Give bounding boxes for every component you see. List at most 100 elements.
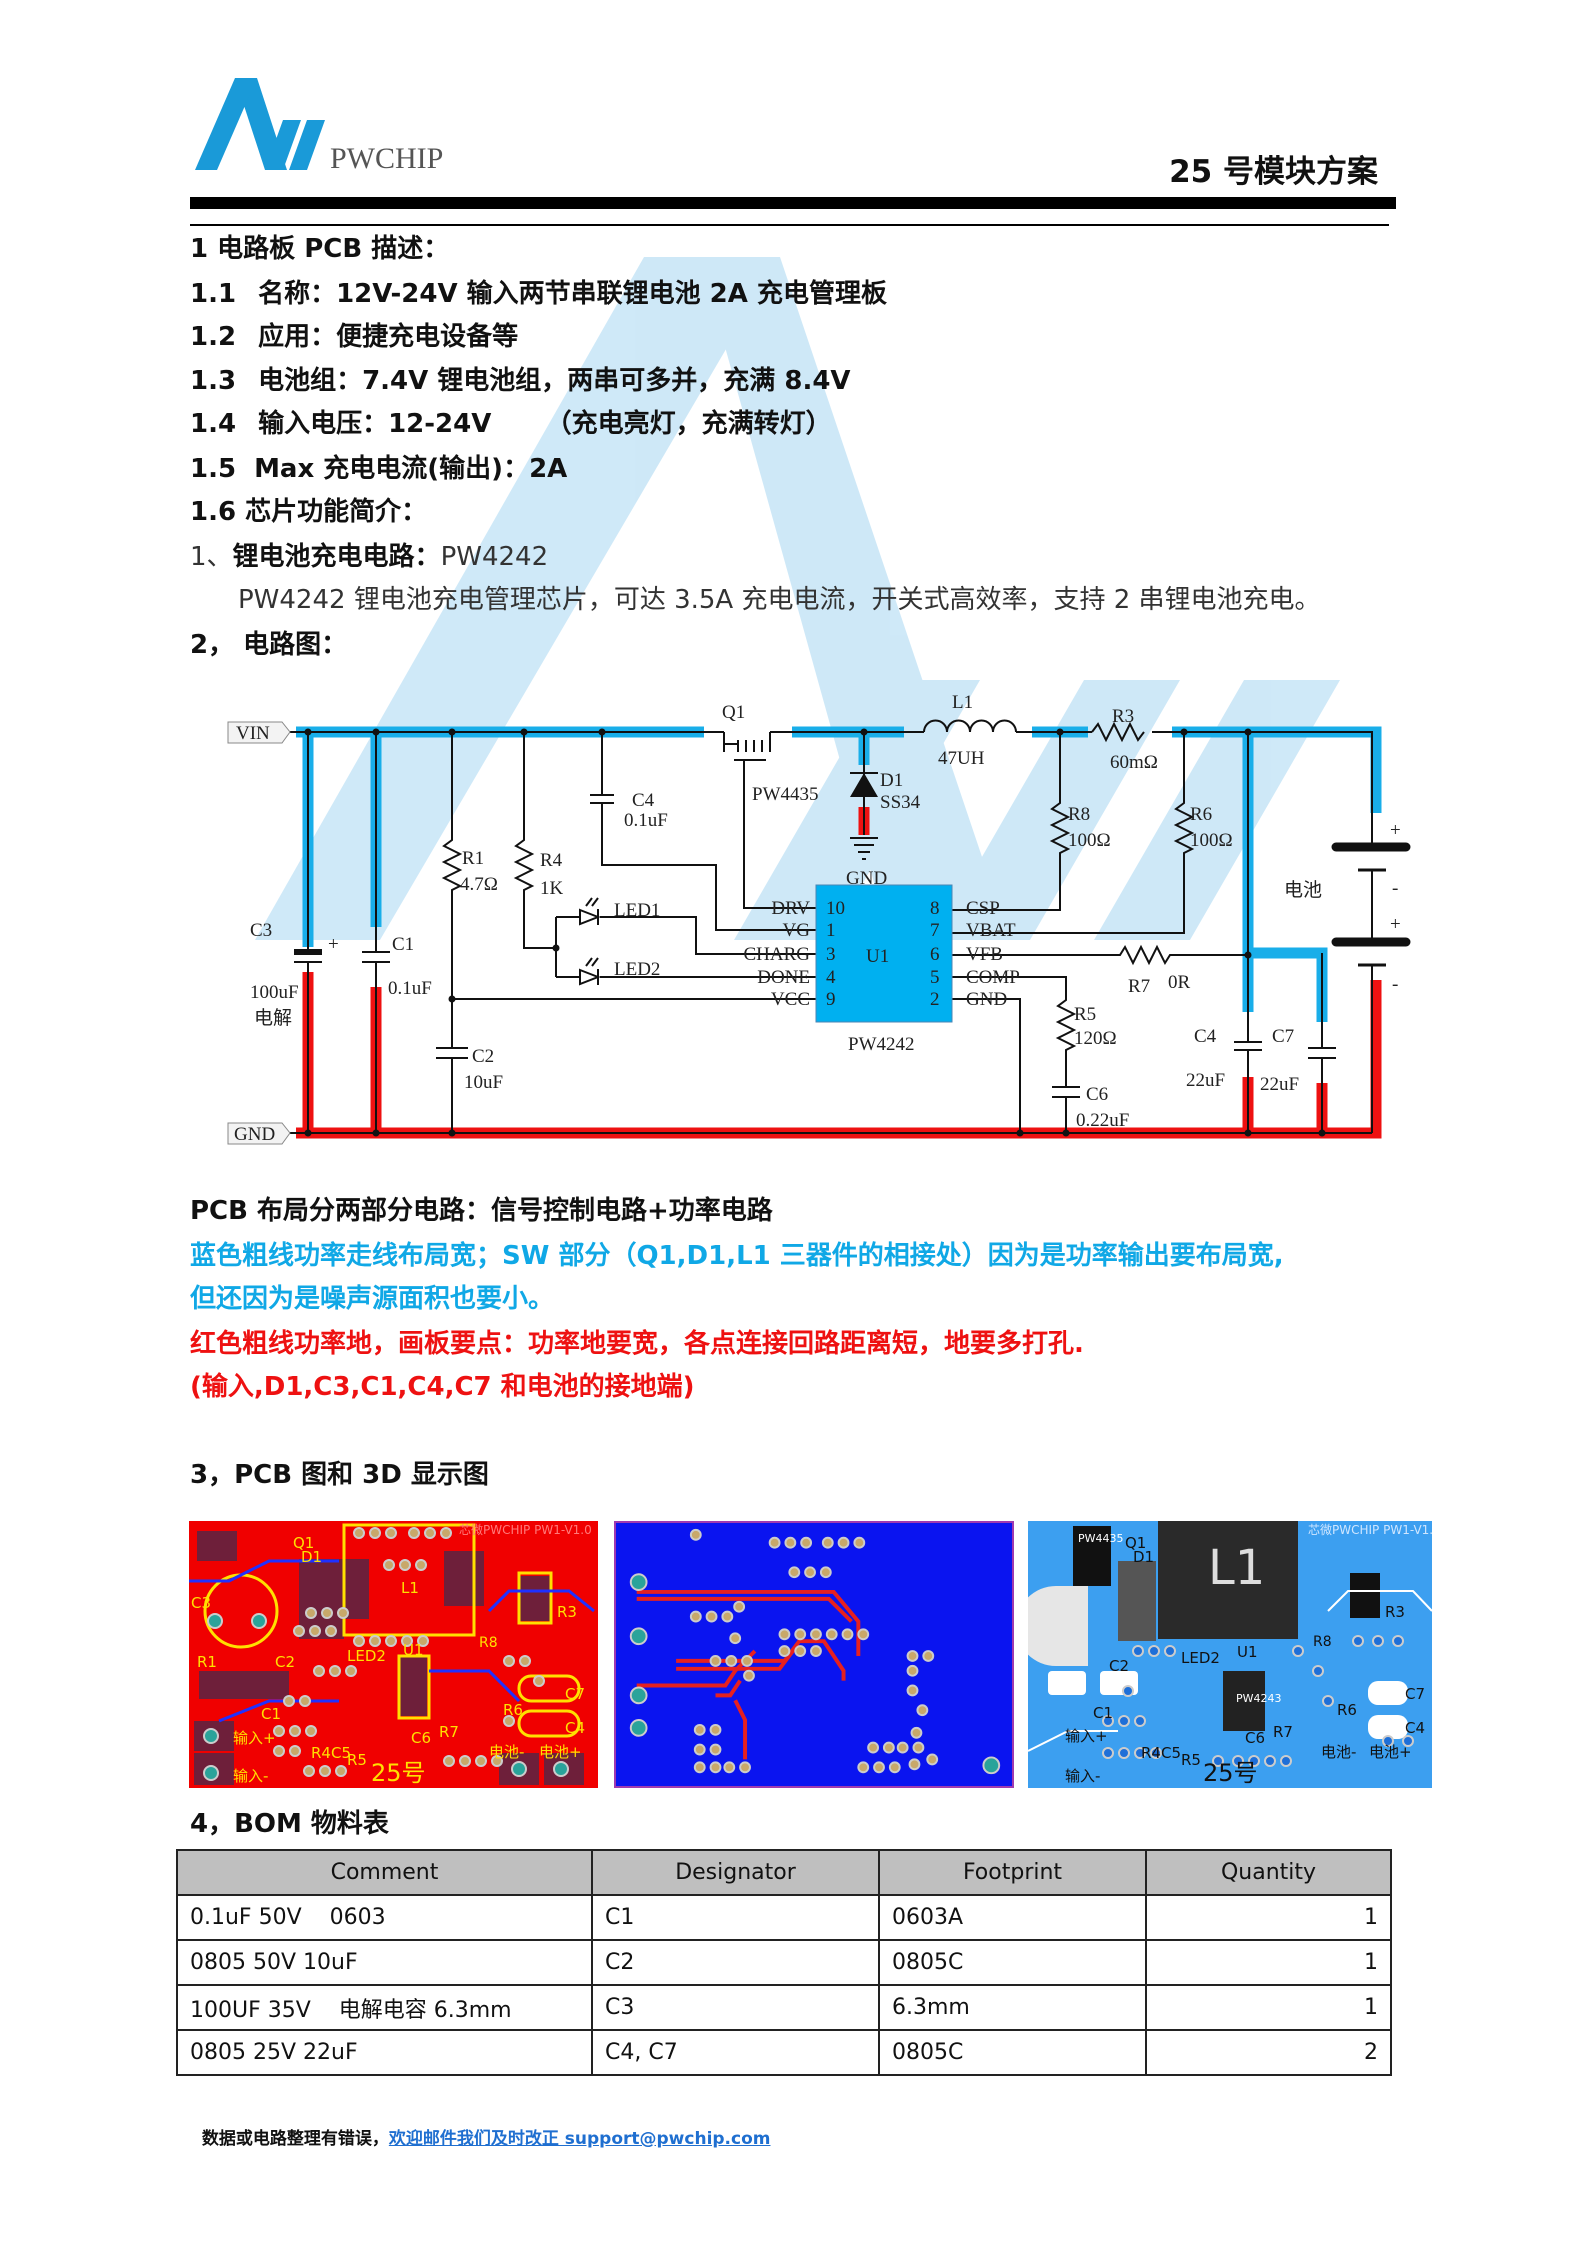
u1-chip [815, 884, 953, 1023]
pcb-label: R5 [1181, 1751, 1201, 1769]
col-designator: Designator [591, 1849, 880, 1896]
u1-right-pin-num: 6 [930, 944, 940, 965]
col-footprint: Footprint [878, 1849, 1147, 1896]
bom-header-row: Comment Designator Footprint Quantity [176, 1849, 1392, 1896]
pcb-label: R3 [557, 1603, 577, 1621]
pcb-bottom-layer-image [614, 1521, 1014, 1788]
pcb-label: D1 [1133, 1548, 1155, 1566]
pcb-artwork [1028, 1521, 1432, 1767]
pcb-label: R4C5 [311, 1744, 351, 1762]
schematic-label-c1: C1 [392, 934, 414, 955]
pcb-label: LED2 [1181, 1649, 1220, 1667]
pcb-label: R5 [347, 1751, 367, 1769]
pcb-label: 输入+ [1065, 1727, 1108, 1745]
cell-footprint: 6.3mm [878, 1984, 1147, 2031]
u1-left-pin-num: 4 [826, 967, 836, 988]
vin-port [227, 721, 291, 744]
pcb-label: C1 [261, 1705, 282, 1723]
section2-title: 2， 电路图： [190, 630, 348, 660]
u1-left-pin-num: 10 [826, 898, 845, 919]
u1-left-pin-num: 9 [826, 989, 836, 1010]
cell-quantity: 1 [1145, 1894, 1392, 1941]
cell-footprint: 0603A [878, 1894, 1147, 1941]
schematic-label-c3-type: 电解 [254, 1007, 292, 1029]
pcb-label: PW4243 [1236, 1692, 1282, 1705]
u1-right-pin-num: 8 [930, 898, 940, 919]
schematic-label-r7-val: 0R [1168, 972, 1191, 993]
pcb-label: C4 [1405, 1719, 1426, 1737]
pcb-label: R4C5 [1141, 1744, 1181, 1762]
pcb-label: C4 [565, 1719, 586, 1737]
red-trace-note-2: (输入,D1,C3,C1,C4,C7 和电池的接地端) [190, 1372, 695, 1402]
schematic-label-c7: C7 [1272, 1026, 1294, 1047]
schematic-label-q1-part: PW4435 [752, 784, 819, 805]
schematic-label-led2: LED2 [614, 959, 660, 980]
schematic-label-c3-plus: + [328, 934, 339, 955]
section1-title: 1 电路板 PCB 描述： [190, 234, 450, 264]
schematic-label-r1: R1 [462, 848, 484, 869]
section4-title: 4，BOM 物料表 [190, 1809, 389, 1839]
schematic-label-r4-val: 1K [540, 878, 564, 899]
pcb-label: D1 [301, 1548, 323, 1566]
pcb-label: C7 [1405, 1685, 1426, 1703]
schematic-label-r5-val: 120Ω [1074, 1028, 1117, 1049]
u1-left-pin-name: DRV [771, 898, 810, 919]
u1-left-pin-name: VG [783, 920, 811, 941]
u1-right-pin-name: VBAT [966, 920, 1016, 941]
pcb-label: 电池- [489, 1743, 525, 1761]
schematic-label-minus1: - [1392, 878, 1398, 899]
cell-quantity: 2 [1145, 2029, 1392, 2076]
footer-note: 数据或电路整理有错误，欢迎邮件我们及时改正 support@pwchip.com [190, 2104, 771, 2149]
pcb-label: U1 [403, 1641, 424, 1659]
schematic-label-r4: R4 [540, 850, 563, 871]
pcb-label: C2 [275, 1653, 296, 1671]
pcb-label: C3 [191, 1594, 212, 1612]
pcb-label: R8 [479, 1635, 498, 1651]
pcb-label: R6 [503, 1701, 523, 1719]
red-trace-note-1: 红色粗线功率地，画板要点：功率地要宽，各点连接回路距离短，地要多打孔. [190, 1329, 1084, 1359]
pcb-label: LED2 [347, 1647, 386, 1665]
schematic-label-c7-val: 22uF [1260, 1074, 1299, 1095]
gnd-port [227, 1122, 291, 1145]
pcb-label: 输入- [233, 1767, 269, 1785]
schematic-label-r7: R7 [1128, 976, 1150, 997]
u1-left-pin-name: DONE [757, 967, 810, 988]
pcb-label: 25号 [1203, 1759, 1258, 1787]
schematic-label-c1-val: 0.1uF [388, 978, 432, 999]
cell-footprint: 0805C [878, 2029, 1147, 2076]
support-email-link[interactable]: 欢迎邮件我们及时改正 support@pwchip.com [388, 2129, 771, 2149]
pcb-label: C6 [411, 1729, 432, 1747]
schematic-label-r6: R6 [1190, 804, 1212, 825]
doc-title: 25 号模块方案 [1169, 154, 1378, 190]
u1-right-pin-name: GND [966, 989, 1007, 1010]
pcb-label: L1 [1208, 1540, 1266, 1596]
schematic-label-u1-part: PW4242 [848, 1034, 915, 1055]
chip-description: PW4242 锂电池充电管理芯片，可达 3.5A 充电电流，开关式高效率，支持 … [238, 585, 1321, 615]
schematic-label-plus1: + [1390, 820, 1401, 841]
u1-right-pin-name: COMP [966, 967, 1020, 988]
pcb-label: 芯微PWCHIP PW1-V1.0 [1308, 1523, 1432, 1537]
u1-right-pin-name: VFB [966, 944, 1003, 965]
pcb-label: C2 [1109, 1657, 1130, 1675]
schematic-label-q1: Q1 [722, 702, 745, 723]
u1-right-pin-num: 2 [930, 989, 940, 1010]
header-thick-rule [190, 197, 1396, 209]
u1-left-pin-name: VCC [771, 989, 810, 1010]
schematic-label-gnd: GND [234, 1124, 275, 1145]
schematic-label-d1-gnd: GND [846, 868, 887, 889]
layout-note: PCB 布局分两部分电路：信号控制电路+功率电路 [190, 1196, 773, 1226]
pcb-label: 芯微PWCHIP PW1-V1.0 [459, 1523, 592, 1537]
cell-comment: 0805 25V 22uF [176, 2029, 593, 2076]
pcb-label: Q1 [293, 1534, 315, 1552]
pcb-label: R8 [1313, 1634, 1332, 1650]
cell-comment: 100UF 35V 电解电容 6.3mm [176, 1984, 593, 2031]
pcb-label: C1 [1093, 1704, 1114, 1722]
col-comment: Comment [176, 1849, 593, 1896]
